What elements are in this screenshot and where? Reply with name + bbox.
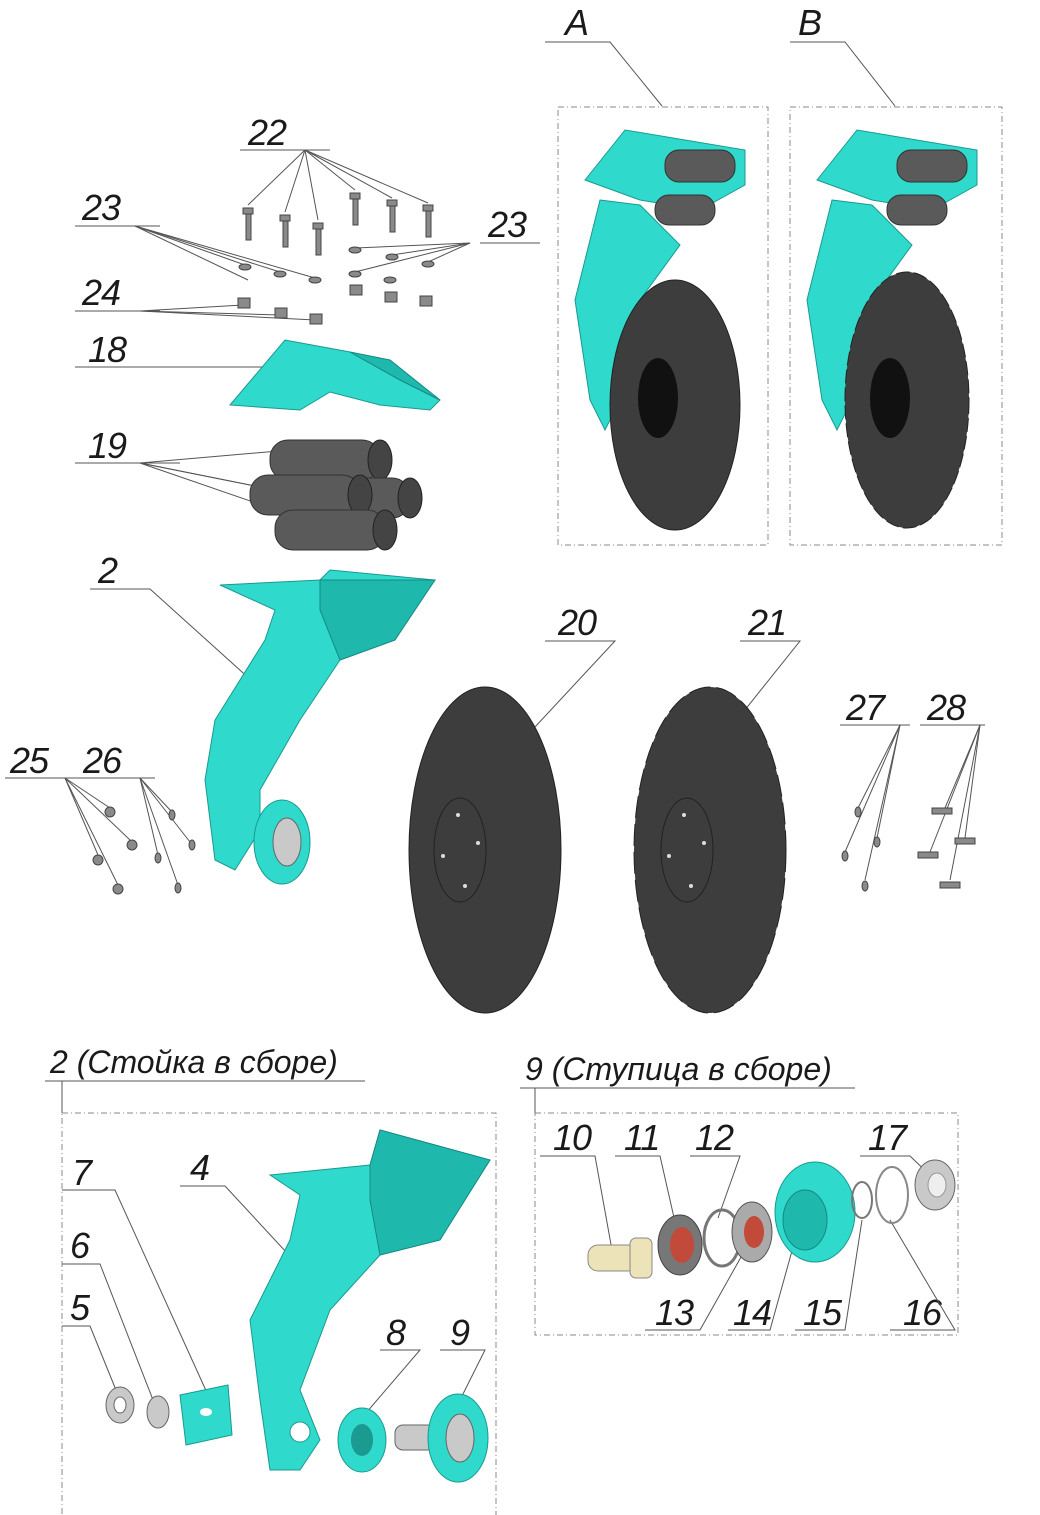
callout-13: 13 bbox=[655, 1292, 694, 1333]
variant-b: B bbox=[789, 2, 1003, 546]
callout-12: 12 bbox=[695, 1117, 734, 1158]
stand-assembly-title: 2 (Стойка в сборе) bbox=[49, 1044, 338, 1080]
callout-18: 18 bbox=[88, 329, 127, 370]
variant-b-label: B bbox=[798, 2, 821, 43]
part-27-washers: 27 bbox=[840, 687, 910, 892]
callout-16: 16 bbox=[903, 1292, 943, 1333]
part-23-washers: 23 23 bbox=[75, 187, 540, 284]
part-6-washer bbox=[146, 1395, 170, 1429]
callout-6: 6 bbox=[70, 1225, 91, 1266]
callout-26: 26 bbox=[82, 740, 123, 781]
part-26-washers: 26 bbox=[75, 740, 196, 894]
variant-a-assembly-image bbox=[574, 129, 746, 531]
variant-b-assembly-image bbox=[806, 129, 978, 529]
part-24-nuts: 24 bbox=[75, 272, 433, 325]
part-21-notched-disc: 21 bbox=[633, 602, 802, 1014]
callout-11: 11 bbox=[624, 1117, 659, 1158]
hub-assembly: 9 (Ступица в сборе) 10 11 12 17 13 14 15… bbox=[520, 1051, 959, 1336]
callout-9: 9 bbox=[450, 1312, 470, 1353]
callout-5: 5 bbox=[70, 1287, 91, 1328]
callout-7: 7 bbox=[72, 1152, 94, 1193]
variant-a-frame bbox=[557, 106, 769, 546]
part-20-smooth-disc: 20 bbox=[408, 602, 617, 1014]
callout-27: 27 bbox=[845, 687, 887, 728]
callout-23-left: 23 bbox=[81, 187, 121, 228]
stand-assembly-frame bbox=[61, 1112, 497, 1515]
callout-21: 21 bbox=[747, 602, 786, 643]
callout-4: 4 bbox=[190, 1147, 209, 1188]
callout-25: 25 bbox=[9, 740, 50, 781]
hub-assembly-title: 9 (Ступица в сборе) bbox=[525, 1051, 832, 1087]
callout-14: 14 bbox=[733, 1292, 771, 1333]
callout-17: 17 bbox=[868, 1117, 909, 1158]
callout-15: 15 bbox=[803, 1292, 843, 1333]
part-2-stand: 2 bbox=[90, 550, 436, 885]
variant-a: A bbox=[545, 2, 769, 546]
hub-assembly-frame bbox=[534, 1112, 959, 1336]
callout-23-right: 23 bbox=[487, 204, 527, 245]
part-19-rollers: 19 bbox=[75, 425, 423, 551]
part-28-bolts: 28 bbox=[917, 687, 985, 889]
variant-b-frame bbox=[789, 106, 1003, 546]
part-18-mounting-plate: 18 bbox=[75, 329, 441, 411]
part-15-circlip bbox=[851, 1181, 873, 1219]
callout-22: 22 bbox=[247, 112, 287, 153]
callout-28: 28 bbox=[926, 687, 966, 728]
stand-assembly: 2 (Стойка в сборе) 7 4 6 5 8 9 bbox=[45, 1044, 497, 1515]
callout-24: 24 bbox=[81, 272, 120, 313]
part-16-ring bbox=[875, 1166, 909, 1224]
part-22-bolts: 22 bbox=[240, 112, 434, 256]
callout-2: 2 bbox=[97, 550, 118, 591]
callout-20: 20 bbox=[557, 602, 597, 643]
variant-a-leader bbox=[545, 41, 663, 107]
part-25-nuts: 25 bbox=[5, 740, 138, 895]
variant-b-leader bbox=[790, 41, 896, 107]
variant-a-label: A bbox=[563, 2, 588, 43]
callout-19: 19 bbox=[88, 425, 127, 466]
callout-10: 10 bbox=[553, 1117, 592, 1158]
callout-8: 8 bbox=[386, 1312, 406, 1353]
